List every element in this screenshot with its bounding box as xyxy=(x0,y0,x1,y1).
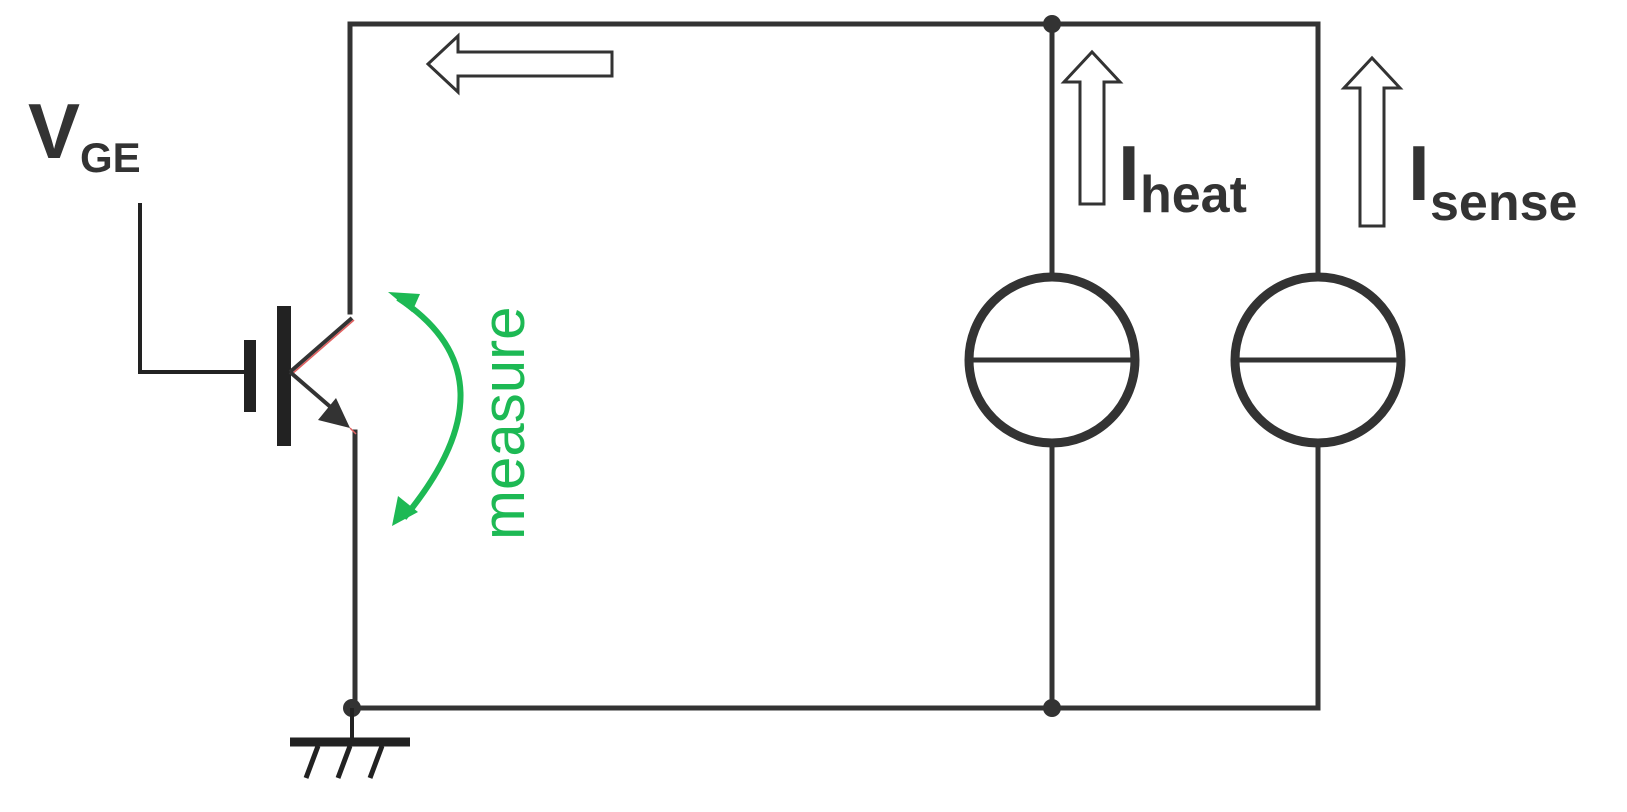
igbt-transistor-icon xyxy=(138,203,357,446)
isense-label-main: I xyxy=(1408,129,1430,217)
emitter-arrow-icon xyxy=(318,398,350,428)
sense-current-arrow-icon xyxy=(1340,55,1404,228)
junction-top xyxy=(1043,15,1061,33)
iheat-label-main: I xyxy=(1118,129,1140,217)
vge-label-sub: GE xyxy=(80,134,141,181)
junction-bottom-right xyxy=(1043,699,1061,717)
measure-double-arrow-icon xyxy=(388,292,464,526)
emitter-diagonal xyxy=(288,370,336,412)
heat-current-arrow-icon xyxy=(1060,49,1124,206)
emitter-accent xyxy=(349,427,357,435)
current-loop-arrow-icon xyxy=(425,32,614,96)
collector-diagonal-accent xyxy=(291,319,355,375)
junctions xyxy=(343,15,1061,717)
current-source-heat-icon xyxy=(964,272,1140,448)
collector-diagonal xyxy=(288,316,354,374)
ground-icon xyxy=(290,708,410,779)
current-source-sense-icon xyxy=(1230,272,1406,448)
vge-label-main: V xyxy=(28,87,80,175)
iheat-label-sub: heat xyxy=(1140,166,1247,224)
measure-label: measure xyxy=(470,307,537,540)
gate-lead xyxy=(138,203,248,374)
isense-label-sub: sense xyxy=(1430,174,1577,232)
